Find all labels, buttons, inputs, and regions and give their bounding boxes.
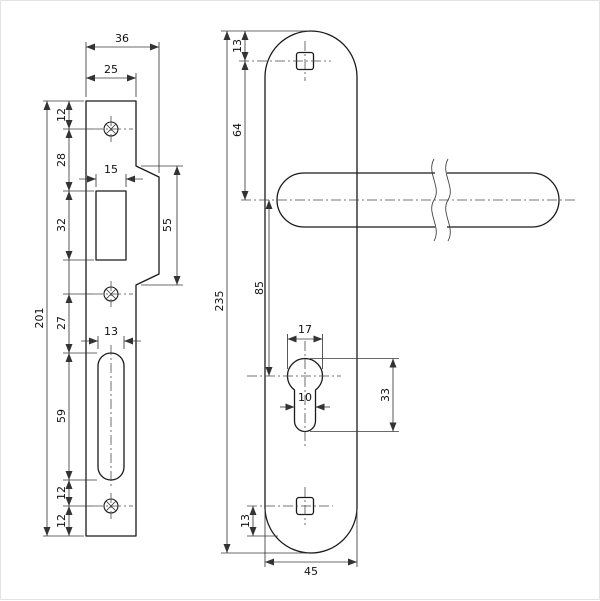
backplate-view: 13 64 235 85 17 10 33 13 45 [213, 30, 575, 578]
strike-plate-view: 36 25 15 13 55 201 12 28 32 27 59 12 12 [33, 32, 183, 537]
backplate-outline [264, 30, 358, 554]
dim-face-width: 25 [104, 63, 118, 76]
left-view-dimension-lines [43, 43, 181, 536]
dim-cylinder-height: 33 [379, 388, 392, 402]
screw-hole-top [93, 116, 133, 142]
dim-square-to-bottom: 13 [239, 514, 252, 528]
bottom-square-hole [247, 487, 333, 525]
spindle-square-hole [239, 41, 331, 81]
dim-hole-to-bottom: 12 [55, 514, 68, 528]
dim-hole-to-cutout: 28 [55, 153, 68, 167]
right-view-extension-lines [221, 30, 399, 567]
dim-slot-to-hole: 12 [55, 486, 68, 500]
dim-hole-to-slot: 27 [55, 316, 68, 330]
dim-plate-width: 45 [304, 565, 318, 578]
right-view-dimension-lines [223, 31, 397, 566]
latch-cutout [95, 190, 127, 261]
strike-plate-outline [85, 100, 160, 537]
dim-overall-width: 36 [115, 32, 129, 45]
dim-top-to-spindle: 13 [231, 39, 244, 53]
dim-cutout-height: 32 [55, 218, 68, 232]
dim-spindle-to-handle: 64 [231, 123, 244, 137]
door-handle [241, 158, 575, 242]
dim-keyway-width: 10 [298, 391, 312, 404]
dim-lip-height: 55 [161, 218, 174, 232]
dim-slot-height: 59 [55, 409, 68, 423]
euro-cylinder-hole [247, 341, 341, 449]
dim-cutout-width: 15 [104, 163, 118, 176]
dim-total-height-left: 201 [33, 308, 46, 329]
dim-cylinder-width: 17 [298, 323, 312, 336]
dim-slot-width: 13 [104, 325, 118, 338]
screw-hole-middle [93, 281, 133, 307]
dim-top-edge-to-hole: 12 [55, 108, 68, 122]
dim-handle-to-cylinder: 85 [253, 281, 266, 295]
screw-hole-bottom [93, 493, 133, 519]
dim-total-height-right: 235 [213, 291, 226, 312]
